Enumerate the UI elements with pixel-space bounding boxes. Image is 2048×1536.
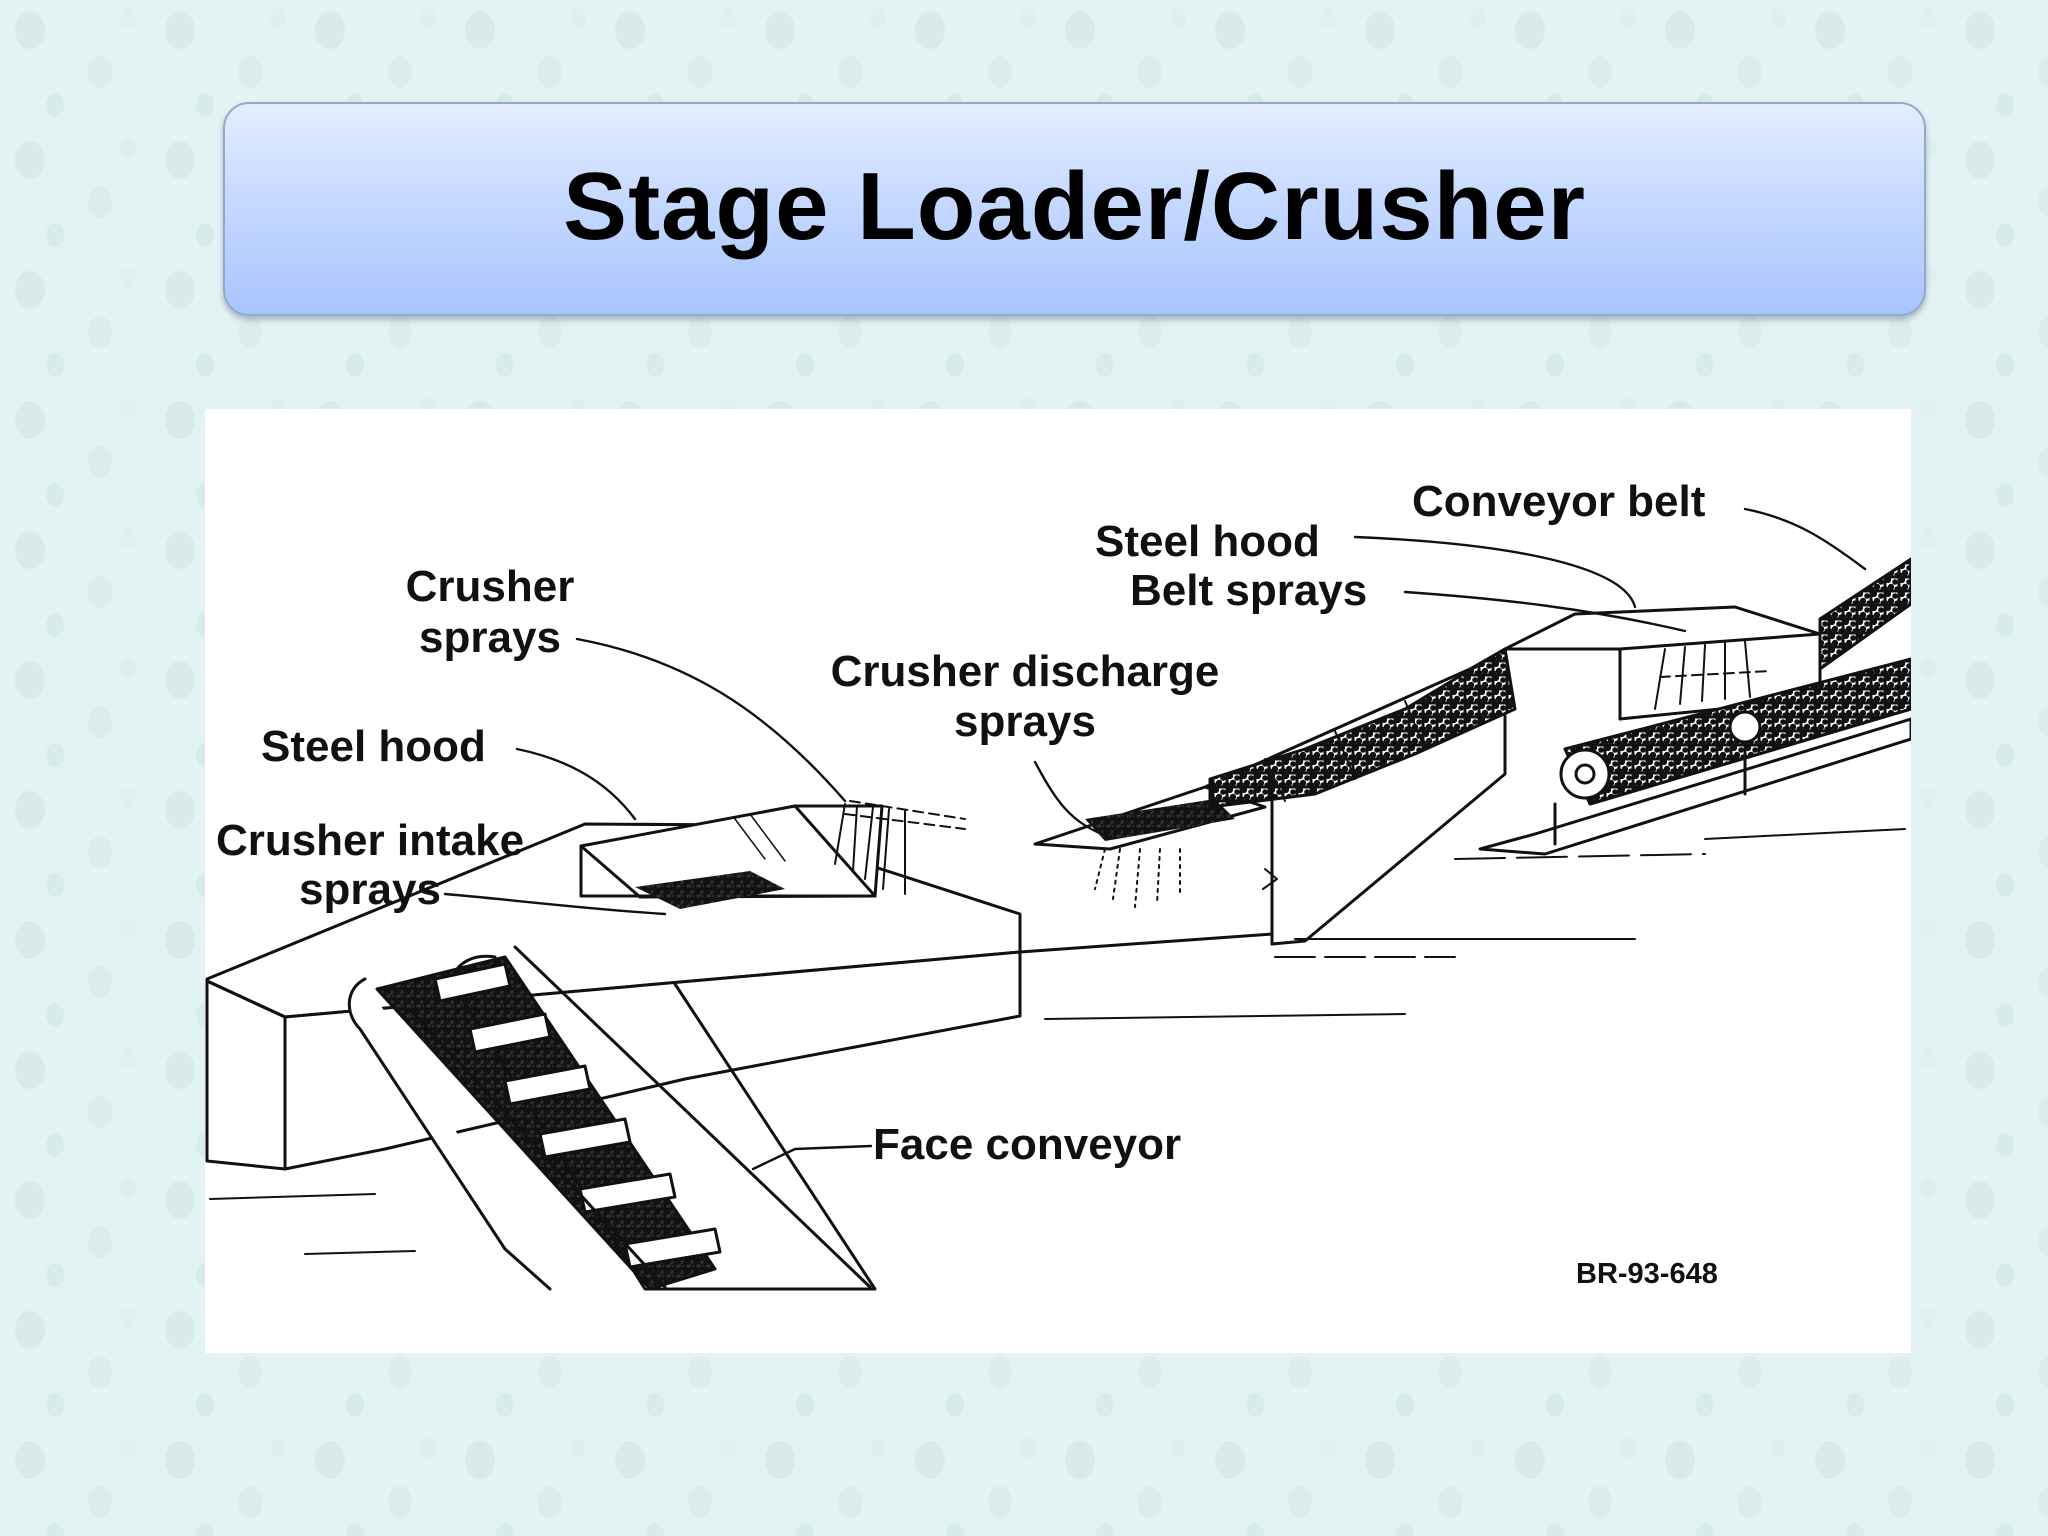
label-crusher-intake-sprays-line1: Crusher intake	[215, 816, 525, 865]
leader-belt-sprays	[1403, 590, 1687, 633]
leader-crusher-discharge-sprays	[1033, 760, 1112, 839]
label-conveyor-belt: Conveyor belt	[1412, 477, 1706, 526]
conveyor-belt	[1478, 557, 1911, 856]
leader-lines	[443, 507, 1867, 1171]
leader-steel-hood-right	[1353, 535, 1637, 609]
leader-steel-hood-left	[515, 747, 637, 821]
leader-conveyor-belt	[1743, 507, 1867, 571]
diagram-figure: Conveyor belt Steel hood Belt sprays Cru…	[205, 409, 1911, 1353]
label-belt-sprays: Belt sprays	[1130, 566, 1368, 615]
stage-loader-crusher-illustration	[205, 507, 1911, 1291]
crusher-discharge	[1033, 785, 1267, 908]
label-crusher-sprays-line1: Crusher	[405, 562, 575, 611]
leader-crusher-intake-sprays	[443, 892, 667, 916]
leader-crusher-sprays	[575, 637, 847, 803]
page-title: Stage Loader/Crusher	[563, 153, 1586, 260]
floor-lines	[209, 828, 1906, 1255]
stage-loader-ramp	[1203, 647, 1517, 946]
label-crusher-discharge-sprays-line1: Crusher discharge	[830, 647, 1220, 696]
label-crusher-sprays-line2: sprays	[419, 613, 561, 662]
crusher-steel-hood	[579, 804, 884, 909]
label-steel-hood-left: Steel hood	[261, 722, 486, 771]
label-steel-hood-right: Steel hood	[1095, 517, 1320, 566]
title-banner: Stage Loader/Crusher	[223, 102, 1926, 316]
label-crusher-discharge-sprays-line2: sprays	[954, 697, 1096, 746]
crusher-sprays-drips	[834, 800, 966, 895]
face-conveyor	[347, 945, 877, 1291]
label-face-conveyor: Face conveyor	[873, 1120, 1182, 1169]
figure-code: BR-93-648	[1576, 1258, 1718, 1290]
label-crusher-intake-sprays-line2: sprays	[299, 865, 441, 914]
leader-face-conveyor	[751, 1144, 873, 1171]
